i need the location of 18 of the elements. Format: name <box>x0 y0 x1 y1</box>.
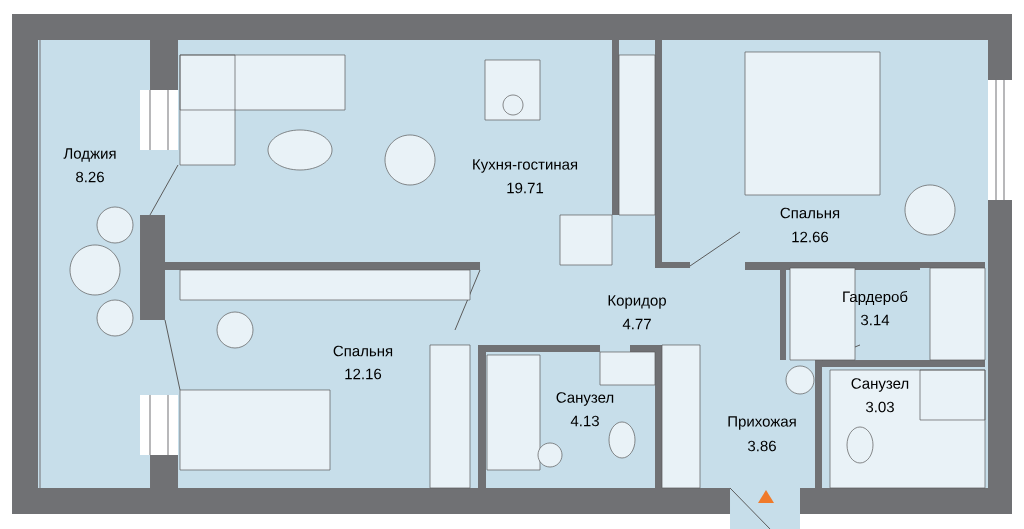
room-name: Кухня-гостиная <box>473 159 578 173</box>
room-name: Прихожая <box>728 416 796 430</box>
room-name: Санузел <box>851 378 909 392</box>
room-name: Спальня <box>333 345 393 357</box>
room-area: 12.16 <box>345 368 382 380</box>
room-area: 19.71 <box>507 182 544 194</box>
room-area: 8.26 <box>76 171 104 183</box>
room-area: 4.13 <box>570 415 599 427</box>
room-area: 3.03 <box>865 401 894 413</box>
room-area: 4.77 <box>622 318 651 330</box>
room-name: Гардероб <box>843 290 908 306</box>
room-area: 12.66 <box>792 231 829 243</box>
room-name: Санузел <box>556 392 614 406</box>
room-area: 3.86 <box>747 440 776 452</box>
room-name: Лоджия <box>63 148 116 162</box>
room-area: 3.14 <box>860 314 890 326</box>
room-name: Коридор <box>608 295 666 309</box>
room-name: Спальня <box>780 207 840 219</box>
